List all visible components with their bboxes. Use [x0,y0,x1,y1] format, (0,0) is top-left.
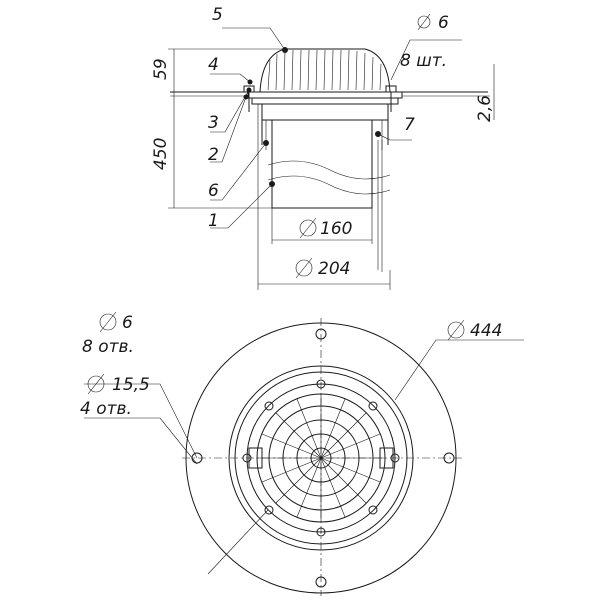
leader-5 [222,27,286,51]
svg-text:6: 6 [438,13,449,33]
label-6: 6 [208,181,219,201]
svg-text:15,5: 15,5 [112,375,150,395]
clamp-ring-outer [228,365,414,551]
base-flange [251,97,399,105]
heating-cable [377,140,383,272]
side-view: 5 4 3 2 6 1 7 59 450 2,6 6 8 шт. [151,5,495,290]
svg-text:450: 450 [151,138,171,170]
svg-text:160: 160 [320,219,352,239]
dim-d444: 444 [447,319,502,341]
dim-2-6: 2,6 [475,64,495,122]
leader-2 [210,96,247,163]
label-3: 3 [208,113,219,133]
dim-d204: 204 [257,104,391,290]
bolt-holes [242,379,400,537]
grate-ribs [257,394,385,522]
dim-59: 59 [151,48,286,92]
dome-grate [259,48,391,93]
svg-text:4 отв.: 4 отв. [80,399,132,419]
label-7: 7 [404,115,415,135]
leader-4 [210,73,251,83]
pipe-body [271,120,373,209]
dim-d155: 15,5 4 отв. [80,373,150,419]
svg-text:2,6: 2,6 [475,95,495,122]
bolt-right [385,85,397,112]
leader-6 [210,142,267,201]
dim-d6-plan: 6 8 отв. [82,311,134,357]
dome-ribs [267,49,382,91]
leader-d6-plan [84,383,198,459]
clamping-flange [247,91,403,99]
bolt-circle [246,383,396,533]
svg-text:8 отв.: 8 отв. [82,337,134,357]
label-2: 2 [208,145,219,165]
svg-text:6: 6 [122,313,133,333]
svg-text:444: 444 [470,321,502,341]
plan-view: 6 8 отв. 15,5 4 отв. 444 [80,311,524,596]
break-line-1 [267,160,391,180]
leader-3 [210,89,250,133]
label-1: 1 [208,211,219,231]
dim-d160: 160 [271,208,373,244]
leader-d444 [394,339,524,401]
svg-text:204: 204 [318,259,350,279]
label-4: 4 [208,55,219,75]
clamp-right [379,447,394,469]
clamp-ring-inner [234,371,408,545]
dim-450: 450 [151,92,272,209]
svg-text:8 шт.: 8 шт. [400,51,447,71]
leader-7 [377,133,412,141]
leader-bottom [207,509,269,575]
label-5: 5 [212,5,223,25]
leader-d6-top [390,39,462,81]
svg-text:59: 59 [151,58,171,80]
leader-1 [210,183,273,229]
break-line-2 [267,175,391,195]
outer-body [261,104,389,145]
mounting-holes [191,328,455,588]
leader-d155 [84,417,198,465]
dim-d6-top: 6 8 шт. [400,13,449,71]
outer-flange-circle [185,322,457,594]
